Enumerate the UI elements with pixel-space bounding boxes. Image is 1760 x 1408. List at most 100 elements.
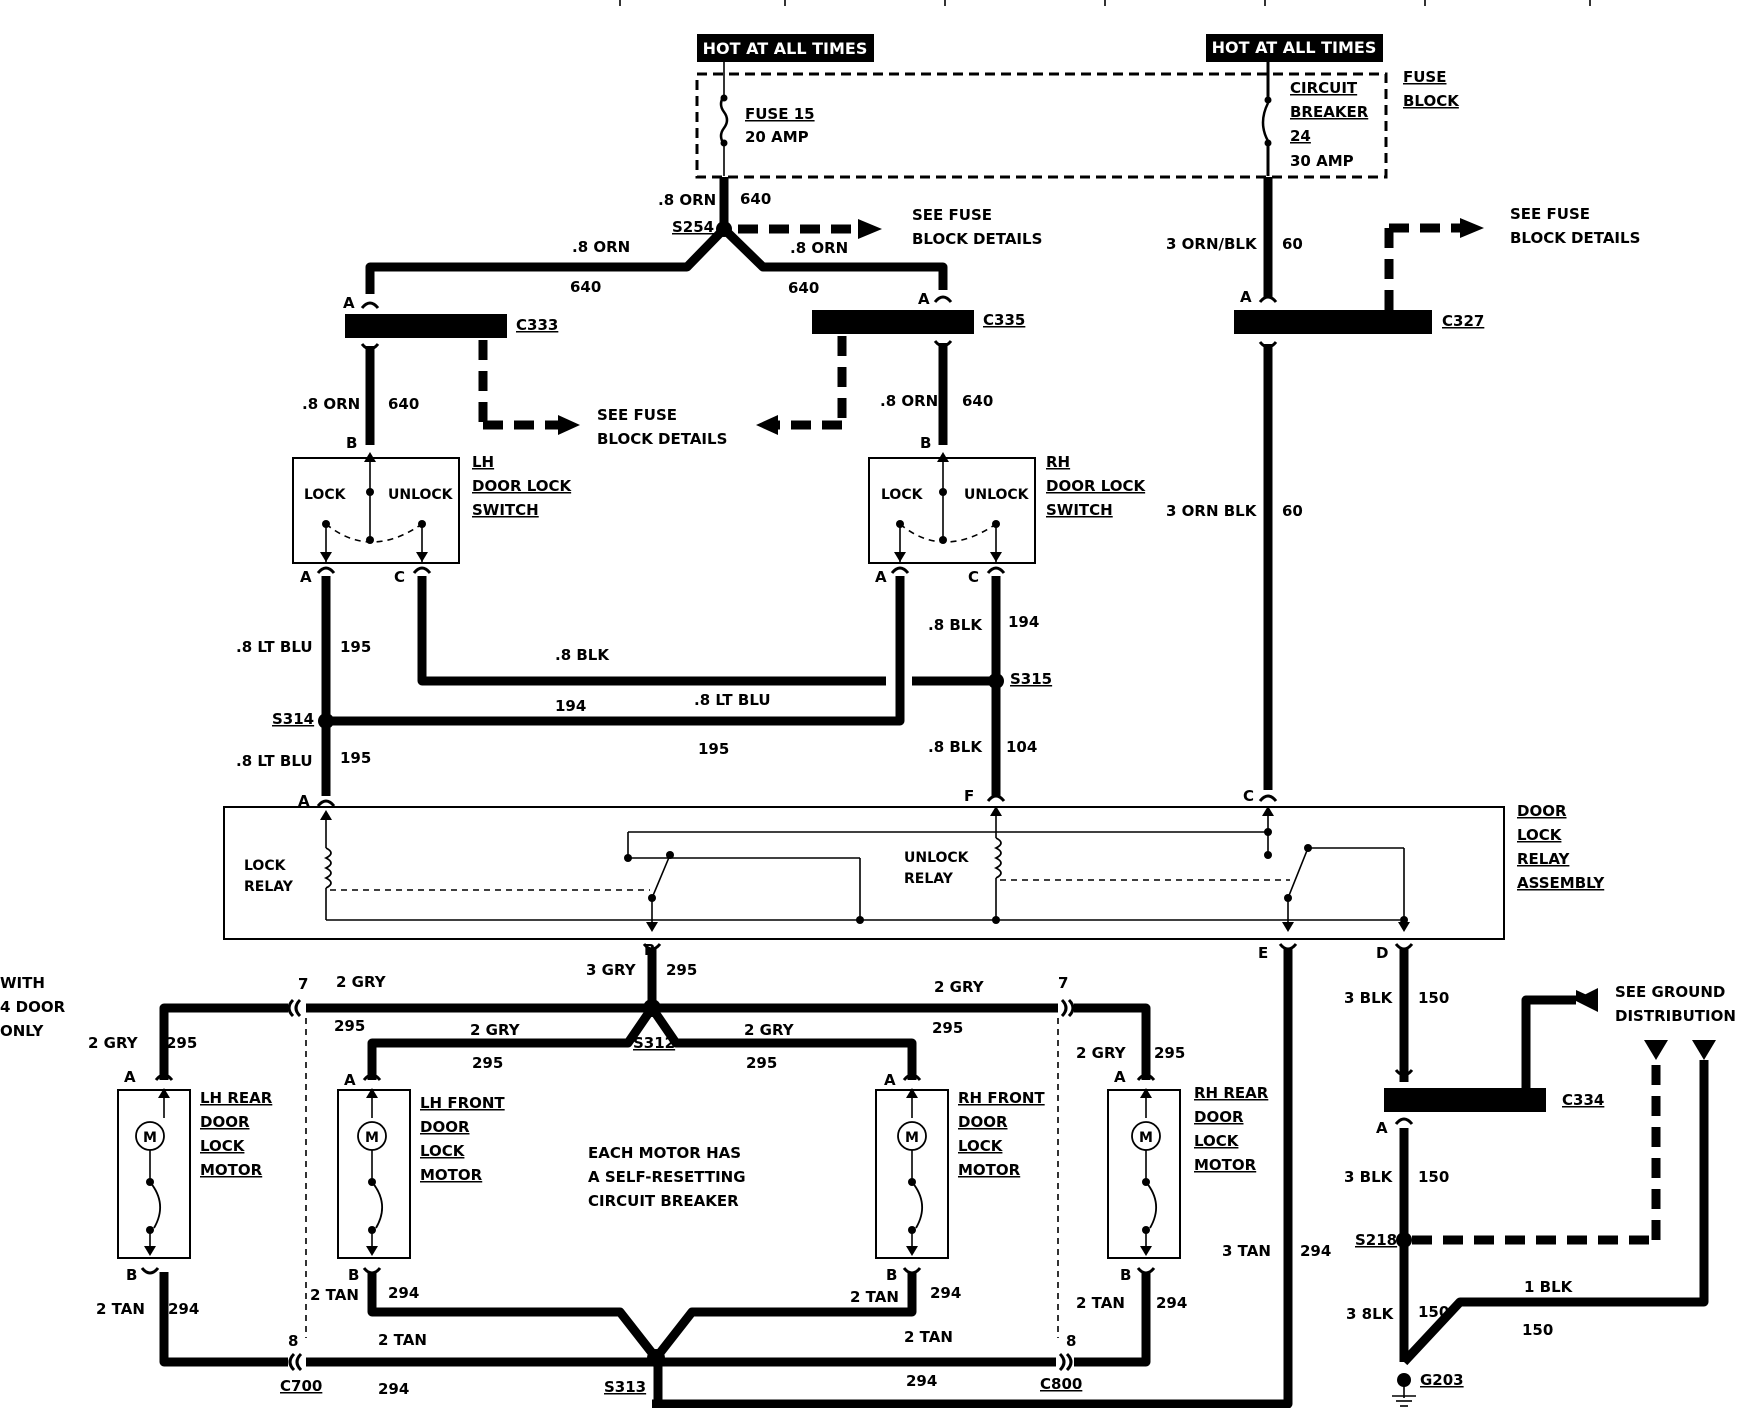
svg-text:E: E <box>1258 944 1268 962</box>
svg-text:2 TAN: 2 TAN <box>1076 1294 1125 1312</box>
svg-text:2 TAN: 2 TAN <box>310 1286 359 1304</box>
svg-text:3 ORN BLK: 3 ORN BLK <box>1166 502 1258 520</box>
svg-text:A: A <box>1114 1068 1126 1086</box>
svg-text:.8 BLK: .8 BLK <box>928 616 983 634</box>
svg-text:A: A <box>918 290 930 308</box>
svg-text:F: F <box>964 787 974 805</box>
svg-text:DISTRIBUTION: DISTRIBUTION <box>1615 1007 1736 1025</box>
motor-note: EACH MOTOR HAS A SELF-RESETTING CIRCUIT … <box>588 1144 746 1210</box>
svg-text:150: 150 <box>1418 989 1449 1007</box>
svg-text:640: 640 <box>740 190 771 208</box>
svg-text:3 BLK: 3 BLK <box>1344 989 1394 1007</box>
svg-text:MOTOR: MOTOR <box>200 1161 263 1179</box>
svg-text:UNLOCK: UNLOCK <box>388 487 454 503</box>
svg-text:8: 8 <box>1066 1332 1076 1350</box>
svg-text:195: 195 <box>340 638 371 656</box>
wire-150-blk-ground: 3 BLK 150 C334 A 3 BLK 150 S218 3 8LK 15… <box>1344 948 1736 1407</box>
svg-text:294: 294 <box>1156 1294 1187 1312</box>
svg-text:LH FRONT: LH FRONT <box>420 1094 505 1112</box>
svg-text:C700: C700 <box>280 1377 322 1395</box>
svg-text:DOOR: DOOR <box>420 1118 470 1136</box>
svg-text:C333: C333 <box>516 316 558 334</box>
svg-text:.8 LT BLU: .8 LT BLU <box>236 752 313 770</box>
fuse-15: FUSE 15 20 AMP <box>719 62 815 176</box>
svg-text:60: 60 <box>1282 502 1303 520</box>
svg-text:ONLY: ONLY <box>0 1022 45 1040</box>
svg-text:30 AMP: 30 AMP <box>1290 152 1354 170</box>
svg-text:LH: LH <box>472 453 494 471</box>
svg-text:C334: C334 <box>1562 1091 1604 1109</box>
svg-text:.8 ORN: .8 ORN <box>790 239 848 257</box>
see-fuse-mid-2: BLOCK DETAILS <box>597 430 727 448</box>
svg-text:194: 194 <box>555 697 586 715</box>
svg-text:2 GRY: 2 GRY <box>470 1021 521 1039</box>
svg-text:RELAY: RELAY <box>244 879 294 895</box>
svg-text:A: A <box>884 1071 896 1089</box>
fuse-block: FUSE BLOCK <box>695 68 1460 179</box>
svg-text:LOCK: LOCK <box>200 1137 246 1155</box>
svg-text:194: 194 <box>1008 613 1039 631</box>
svg-text:DOOR: DOOR <box>200 1113 250 1131</box>
svg-text:195: 195 <box>340 749 371 767</box>
hot-at-all-times-label-1: HOT AT ALL TIMES <box>697 34 874 62</box>
svg-text:ASSEMBLY: ASSEMBLY <box>1517 874 1605 892</box>
svg-text:295: 295 <box>666 961 697 979</box>
svg-text:RELAY: RELAY <box>904 871 954 887</box>
wire-60-orn-blk: 3 ORN/BLK 60 A C327 3 ORN BLK 60 SEE FUS… <box>1166 177 1640 790</box>
svg-text:295: 295 <box>932 1019 963 1037</box>
svg-text:FUSE: FUSE <box>1403 68 1446 86</box>
svg-text:A: A <box>300 568 312 586</box>
svg-text:RH REAR: RH REAR <box>1194 1084 1269 1102</box>
svg-text:.8 ORN: .8 ORN <box>572 238 630 256</box>
svg-text:M: M <box>365 1130 379 1146</box>
svg-text:3 8LK: 3 8LK <box>1346 1305 1395 1323</box>
svg-text:295: 295 <box>166 1034 197 1052</box>
svg-text:S314: S314 <box>272 710 314 728</box>
svg-text:SEE FUSE: SEE FUSE <box>912 206 992 224</box>
svg-text:CIRCUIT BREAKER: CIRCUIT BREAKER <box>588 1192 739 1210</box>
connector-c333: A C333 .8 ORN 640 B <box>302 294 580 452</box>
svg-text:S315: S315 <box>1010 670 1052 688</box>
svg-text:DOOR: DOOR <box>958 1113 1008 1131</box>
svg-text:B: B <box>348 1266 359 1284</box>
rh-door-lock-switch: LOCK UNLOCK RH DOOR LOCK SWITCH A C <box>868 452 1147 586</box>
svg-text:MOTOR: MOTOR <box>958 1161 1021 1179</box>
svg-text:A: A <box>343 294 355 312</box>
svg-text:HOT AT ALL TIMES: HOT AT ALL TIMES <box>703 39 868 58</box>
svg-text:SWITCH: SWITCH <box>1046 501 1113 519</box>
lh-rear-door-lock-motor: A M B LH REAR DOOR LOCK MOTOR <box>117 1068 273 1284</box>
svg-text:EACH MOTOR HAS: EACH MOTOR HAS <box>588 1144 741 1162</box>
svg-text:M: M <box>143 1130 157 1146</box>
svg-text:C327: C327 <box>1442 312 1484 330</box>
svg-text:640: 640 <box>962 392 993 410</box>
svg-text:295: 295 <box>746 1054 777 1072</box>
svg-text:150: 150 <box>1418 1168 1449 1186</box>
svg-text:M: M <box>905 1130 919 1146</box>
svg-text:BLOCK DETAILS: BLOCK DETAILS <box>1510 229 1640 247</box>
svg-text:.8 ORN: .8 ORN <box>658 191 716 209</box>
svg-text:294: 294 <box>388 1284 419 1302</box>
rh-rear-door-lock-motor: A M B RH REAR DOOR LOCK MOTOR <box>1107 1068 1269 1284</box>
svg-text:S218: S218 <box>1355 1231 1397 1249</box>
wire-294-tan: 3 TAN 294 S313 2 TAN 294 8 C700 294 2 TA… <box>96 948 1331 1408</box>
circuit-breaker-24: CIRCUIT BREAKER 24 30 AMP <box>1261 62 1369 176</box>
svg-text:2 GRY: 2 GRY <box>934 978 985 996</box>
svg-text:C: C <box>394 568 405 586</box>
svg-text:3 GRY: 3 GRY <box>586 961 637 979</box>
svg-text:BLOCK: BLOCK <box>1403 92 1460 110</box>
svg-text:2 GRY: 2 GRY <box>88 1034 139 1052</box>
svg-text:295: 295 <box>334 1017 365 1035</box>
svg-text:SWITCH: SWITCH <box>472 501 539 519</box>
svg-text:294: 294 <box>378 1380 409 1398</box>
svg-text:DOOR: DOOR <box>1517 802 1567 820</box>
lh-front-door-lock-motor: A M B LH FRONT DOOR LOCK MOTOR <box>337 1071 505 1284</box>
svg-text:.8 ORN: .8 ORN <box>302 395 360 413</box>
svg-text:20 AMP: 20 AMP <box>745 128 809 146</box>
connector-c335: A C335 .8 ORN 640 B <box>756 290 1025 452</box>
svg-text:294: 294 <box>930 1284 961 1302</box>
wire-295-gry: 3 GRY 295 S312 7 2 GRY 295 WITH 4 DOOR O… <box>0 948 1185 1338</box>
svg-text:150: 150 <box>1522 1321 1553 1339</box>
svg-text:1 BLK: 1 BLK <box>1524 1278 1574 1296</box>
svg-text:CIRCUIT: CIRCUIT <box>1290 79 1358 97</box>
